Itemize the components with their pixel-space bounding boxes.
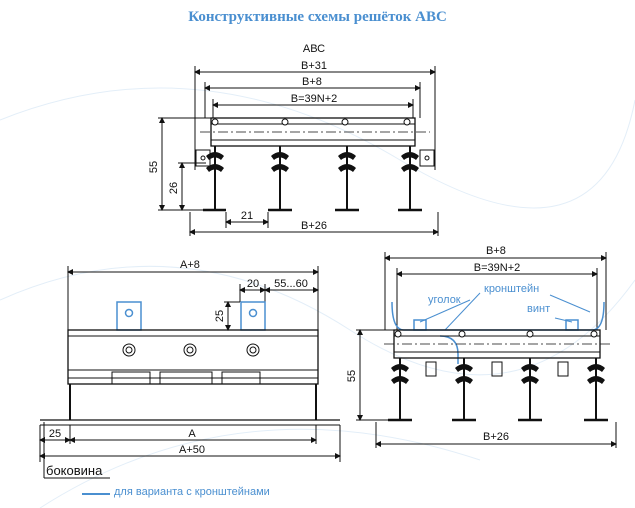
dim-25: 25: [49, 428, 61, 440]
bracket-view: [356, 252, 617, 448]
dim-25-vertical: 25: [214, 310, 226, 322]
dim-26: 26: [168, 182, 180, 194]
dim-55-top: 55: [148, 161, 160, 173]
diagram-title: Конструктивные схемы решёток АВС: [188, 9, 447, 25]
dim-b26-top: B+26: [301, 220, 327, 232]
dim-21: 21: [241, 210, 253, 222]
dim-b39-top: B=39N+2: [291, 93, 337, 105]
side-panel-label: боковина: [46, 463, 103, 478]
dim-b26-bracket: B+26: [483, 431, 509, 443]
dim-a: A: [188, 428, 196, 440]
legend-line: [82, 493, 110, 495]
dim-a50: A+50: [179, 444, 205, 456]
bracket-label: кронштейн: [484, 283, 539, 295]
dim-b8-bracket: B+8: [486, 245, 506, 257]
top-view: [158, 66, 439, 236]
dim-b8-top: B+8: [302, 76, 322, 88]
side-view: [39, 266, 341, 479]
dim-55-60: 55...60: [274, 278, 308, 290]
dim-55-bracket: 55: [346, 370, 358, 382]
legend-text: для варианта с кронштейнами: [114, 486, 270, 498]
dim-b31: B+31: [301, 60, 327, 72]
corner-label: уголок: [428, 294, 461, 306]
screw-label: винт: [527, 303, 550, 315]
model-label: АВС: [303, 43, 325, 55]
dim-b39-bracket: B=39N+2: [474, 262, 520, 274]
dim-20: 20: [247, 278, 259, 290]
dim-a8: A+8: [180, 259, 200, 271]
